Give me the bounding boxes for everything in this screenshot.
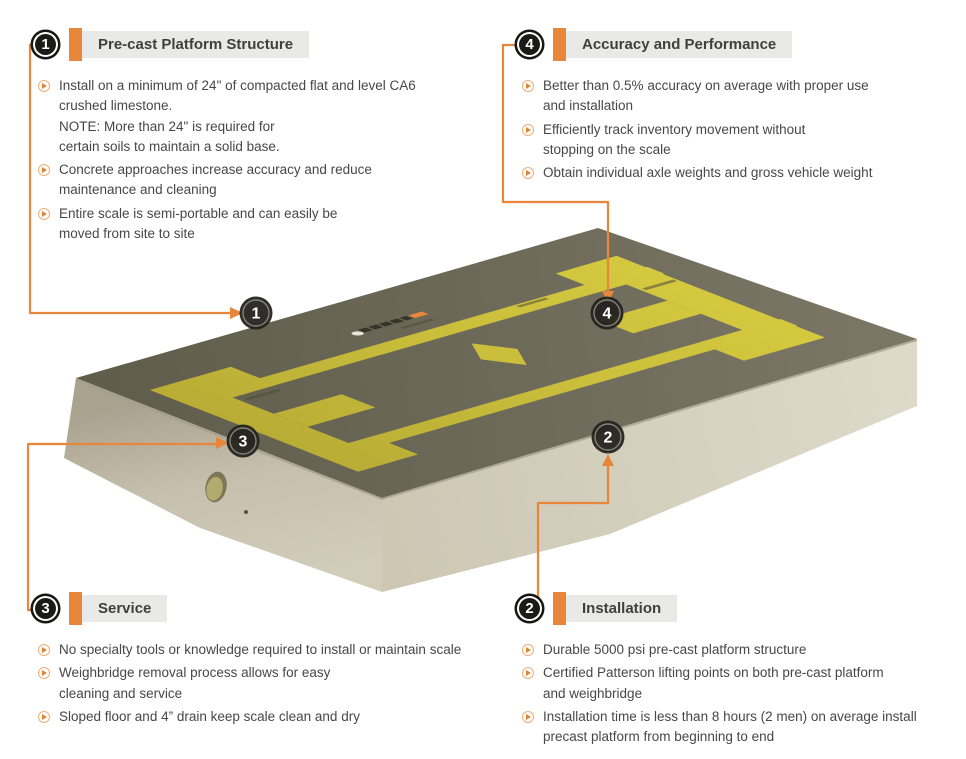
section-number: 2 (525, 600, 534, 617)
arrowhead-2 (602, 454, 614, 466)
callout-section-service: 3 Service No specialty tools or knowledg… (30, 592, 530, 730)
list-item-text: Certified Patterson lifting points on bo… (543, 665, 884, 701)
list-item: Durable 5000 psi pre-cast platform struc… (522, 640, 966, 660)
list-item: Efficiently track inventory movement wit… (522, 120, 964, 161)
list-item: Obtain individual axle weights and gross… (522, 163, 964, 183)
list-item: Install on a minimum of 24" of compacted… (38, 76, 500, 157)
marker-number: 3 (239, 434, 248, 451)
bullet-arrow-icon (522, 667, 534, 680)
section-title-box: Pre-cast Platform Structure (82, 31, 310, 58)
platform-marker-3: 3 (226, 424, 260, 458)
deck-front-edge-highlight (75, 339, 918, 501)
list-item: No specialty tools or knowledge required… (38, 640, 530, 660)
endzone-left-pad-bottom (312, 436, 419, 472)
callout-section-accuracy-and-performance: 4 Accuracy and Performance Better than 0… (514, 28, 964, 186)
section-number: 1 (41, 36, 50, 53)
section-number-badge: 3 (35, 598, 56, 619)
bullet-list: Better than 0.5% accuracy on average wit… (514, 76, 964, 183)
bullet-arrow-icon (38, 80, 50, 92)
bullet-list: Durable 5000 psi pre-cast platform struc… (514, 640, 966, 747)
bullet-list: Install on a minimum of 24" of compacted… (30, 76, 500, 244)
section-number-badge: 4 (519, 34, 540, 55)
list-item: Weighbridge removal process allows for e… (38, 663, 530, 704)
bullet-arrow-icon (38, 207, 50, 220)
section-title-box: Installation (566, 595, 678, 622)
section-title-box: Service (82, 595, 168, 622)
accent-bar (553, 592, 566, 625)
list-item-text: Installation time is less than 8 hours (… (543, 708, 917, 744)
anchor-dot (244, 510, 248, 514)
list-item-text: Better than 0.5% accuracy on average wit… (543, 78, 869, 114)
list-item-text: Install on a minimum of 24" of compacted… (59, 78, 416, 154)
list-item: Sloped floor and 4” drain keep scale cle… (38, 707, 530, 727)
bullet-arrow-icon (522, 123, 534, 136)
platform-marker-4: 4 (590, 296, 624, 330)
endzone-left-pad-top (150, 366, 277, 409)
bullet-arrow-icon (522, 167, 534, 179)
deck-seam-dashes (244, 279, 678, 401)
section-title: Installation (582, 600, 662, 617)
list-item: Concrete approaches increase accuracy an… (38, 160, 500, 201)
bullet-arrow-icon (38, 164, 50, 176)
endzone-right-arm (599, 300, 702, 334)
section-number-badge: 1 (35, 34, 56, 55)
bullet-arrow-icon (38, 710, 50, 723)
platform-logo-mark (351, 311, 429, 336)
marker-number: 2 (604, 430, 613, 447)
platform-side-front-right (382, 339, 917, 592)
list-item: Entire scale is semi-portable and can ea… (38, 204, 500, 245)
accent-bar (69, 592, 82, 625)
center-diamond (471, 343, 527, 365)
platform-marker-2: 2 (591, 420, 625, 454)
list-item-text: Sloped floor and 4” drain keep scale cle… (59, 708, 360, 724)
marker-number: 4 (603, 306, 612, 323)
callout-section-installation: 2 Installation Durable 5000 psi pre-cast… (514, 592, 966, 750)
section-title-box: Accuracy and Performance (566, 31, 793, 58)
section-header: 1 Pre-cast Platform Structure (30, 28, 500, 61)
stripe-lower (313, 319, 798, 460)
section-header: 3 Service (30, 592, 530, 625)
list-item-text: Entire scale is semi-portable and can ea… (59, 205, 338, 241)
bullet-arrow-icon (38, 667, 50, 680)
section-header: 4 Accuracy and Performance (514, 28, 964, 61)
section-number: 4 (525, 36, 534, 53)
leader-line-4 (501, 43, 610, 293)
list-item: Certified Patterson lifting points on bo… (522, 663, 966, 704)
accent-bar (553, 28, 566, 61)
platform-marker-1: 1 (239, 296, 273, 330)
list-item-text: Efficiently track inventory movement wit… (543, 121, 806, 157)
section-number: 3 (41, 600, 50, 617)
section-header: 2 Installation (514, 592, 966, 625)
list-item-text: No specialty tools or knowledge required… (59, 642, 462, 657)
platform-3d (64, 228, 918, 592)
endzone-left-arm (273, 394, 376, 427)
section-number-badge: 2 (519, 598, 540, 619)
list-item-text: Obtain individual axle weights and gross… (543, 165, 873, 180)
bullet-arrow-icon (522, 710, 534, 723)
list-item: Installation time is less than 8 hours (… (522, 707, 966, 748)
bullet-arrow-icon (522, 644, 534, 656)
list-item-text: Durable 5000 psi pre-cast platform struc… (543, 642, 807, 657)
stripe-upper (180, 266, 665, 408)
list-item: Better than 0.5% accuracy on average wit… (522, 76, 964, 117)
arrowhead-1 (230, 307, 243, 319)
list-item-text: Concrete approaches increase accuracy an… (59, 162, 372, 198)
callout-section-precast-platform-structure: 1 Pre-cast Platform Structure Install on… (30, 28, 500, 247)
bullet-arrow-icon (522, 80, 534, 92)
deck-markings (150, 255, 825, 472)
section-title: Pre-cast Platform Structure (98, 36, 294, 53)
marker-number: 1 (252, 306, 261, 323)
bullet-arrow-icon (38, 644, 50, 656)
drain-hole (205, 471, 227, 503)
list-item-text: Weighbridge removal process allows for e… (59, 665, 331, 701)
arrowhead-3 (216, 437, 229, 449)
section-title: Service (98, 600, 152, 617)
accent-bar (69, 28, 82, 61)
section-title: Accuracy and Performance (582, 36, 777, 53)
bullet-list: No specialty tools or knowledge required… (30, 640, 530, 727)
endzone-right-pad-bottom (697, 319, 825, 361)
